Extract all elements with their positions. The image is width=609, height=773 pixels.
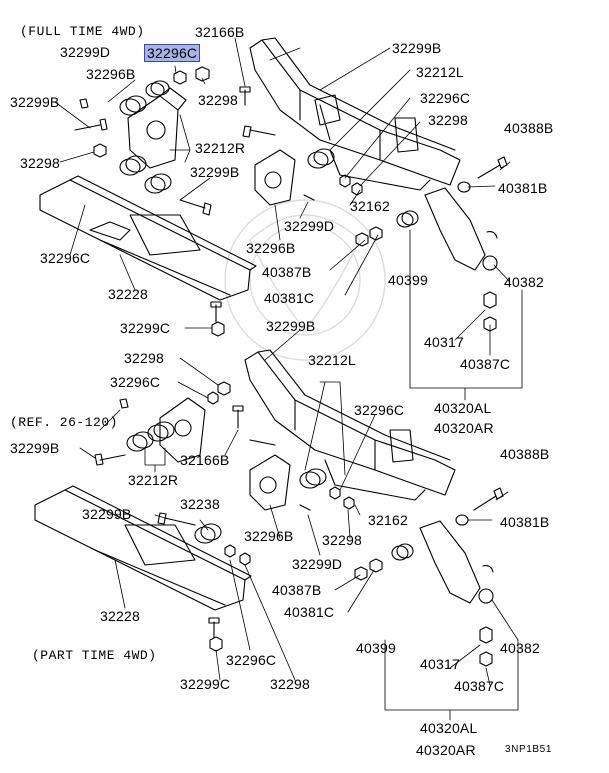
label-32296c: 32296C [226,652,277,668]
leaders-top [54,37,523,401]
skid-plate-32228-top [39,175,257,301]
label-40320ar: 40320AR [434,420,494,436]
label-32299b: 32299B [10,94,60,110]
label-32212l: 32212L [416,64,464,80]
label-32299c: 32299C [120,320,171,336]
label-32299b: 32299B [82,506,132,522]
label-32228: 32228 [108,286,148,302]
bushings-bottom [126,421,414,561]
bolts-top [74,86,508,216]
label-40381c: 40381C [284,604,335,620]
nuts-bottom [207,321,493,667]
label-32296b: 32296B [244,528,294,544]
label-32296b: 32296B [246,240,296,256]
label-32298: 32298 [198,92,238,108]
label-32299d: 32299D [292,556,343,572]
label-32296b: 32296B [86,66,136,82]
label-32166b: 32166B [195,24,245,40]
bracket-32212R-bottom [159,397,206,463]
label-32212r: 32212R [195,140,246,156]
label-40317: 40317 [424,334,464,350]
label-32299d: 32299D [284,218,335,234]
label-40320ar: 40320AR [416,742,476,758]
leaders-bottom [79,327,519,721]
label-40381b: 40381B [498,180,548,196]
label-40388b: 40388B [504,120,554,136]
label-40387b: 40387B [272,582,322,598]
label-32296c: 32296C [110,374,161,390]
label-32298: 32298 [20,155,60,171]
label-40399: 40399 [388,272,428,288]
label-40399: 40399 [356,640,396,656]
bracket-32212L-top [254,149,296,206]
label-40382: 40382 [504,274,544,290]
label-40387b: 40387B [262,264,312,280]
label-32299b: 32299B [266,318,316,334]
label-32298: 32298 [428,112,468,128]
label-40381c: 40381C [264,290,315,306]
label-32162: 32162 [368,512,408,528]
crossmember-bottom [244,349,456,501]
label-32212l: 32212L [308,352,356,368]
label-32299b: 32299B [10,440,60,456]
label-40317: 40317 [420,656,460,672]
label-32162: 32162 [350,198,390,214]
label-32296c: 32296C [420,90,471,106]
bushings-top [119,80,419,228]
label-32212r: 32212R [128,472,179,488]
label-32166b: 32166B [180,452,230,468]
crossmember-top [249,37,461,191]
label-40320al: 40320AL [434,400,492,416]
watermark [224,199,386,361]
label-32299d: 32299D [60,44,111,60]
label-40381b: 40381B [500,514,550,530]
label-32238: 32238 [180,496,220,512]
label-40320al: 40320AL [420,720,478,736]
skid-plate-32228-bottom [34,485,252,611]
lower-arm-bottom [419,520,494,644]
bracket-32212L-bottom [249,454,291,511]
label-32296c: 32296C [354,402,405,418]
label-40387c: 40387C [454,678,505,694]
label-32299c: 32299C [180,676,231,692]
label-32298: 32298 [322,532,362,548]
label-40387c: 40387C [460,356,511,372]
label-40388b: 40388B [500,446,550,462]
label-40382: 40382 [500,640,540,656]
label-32296c-highlighted: 32296C [144,44,201,62]
bolts-bottom [94,301,504,639]
label-32296c: 32296C [40,250,91,266]
label-32228: 32228 [100,608,140,624]
label-32299b: 32299B [392,40,442,56]
caption-part-time-4wd: (PART TIME 4WD) [32,648,157,663]
nuts-top [93,66,497,332]
label-32298: 32298 [124,350,164,366]
lower-arm-top [424,187,498,309]
caption-ref: (REF. 26-120) [10,415,118,430]
label-32299b: 32299B [190,164,240,180]
label-32298: 32298 [270,676,310,692]
caption-code: 3NP1B51 [505,744,553,755]
caption-full-time-4wd: (FULL TIME 4WD) [20,24,145,39]
